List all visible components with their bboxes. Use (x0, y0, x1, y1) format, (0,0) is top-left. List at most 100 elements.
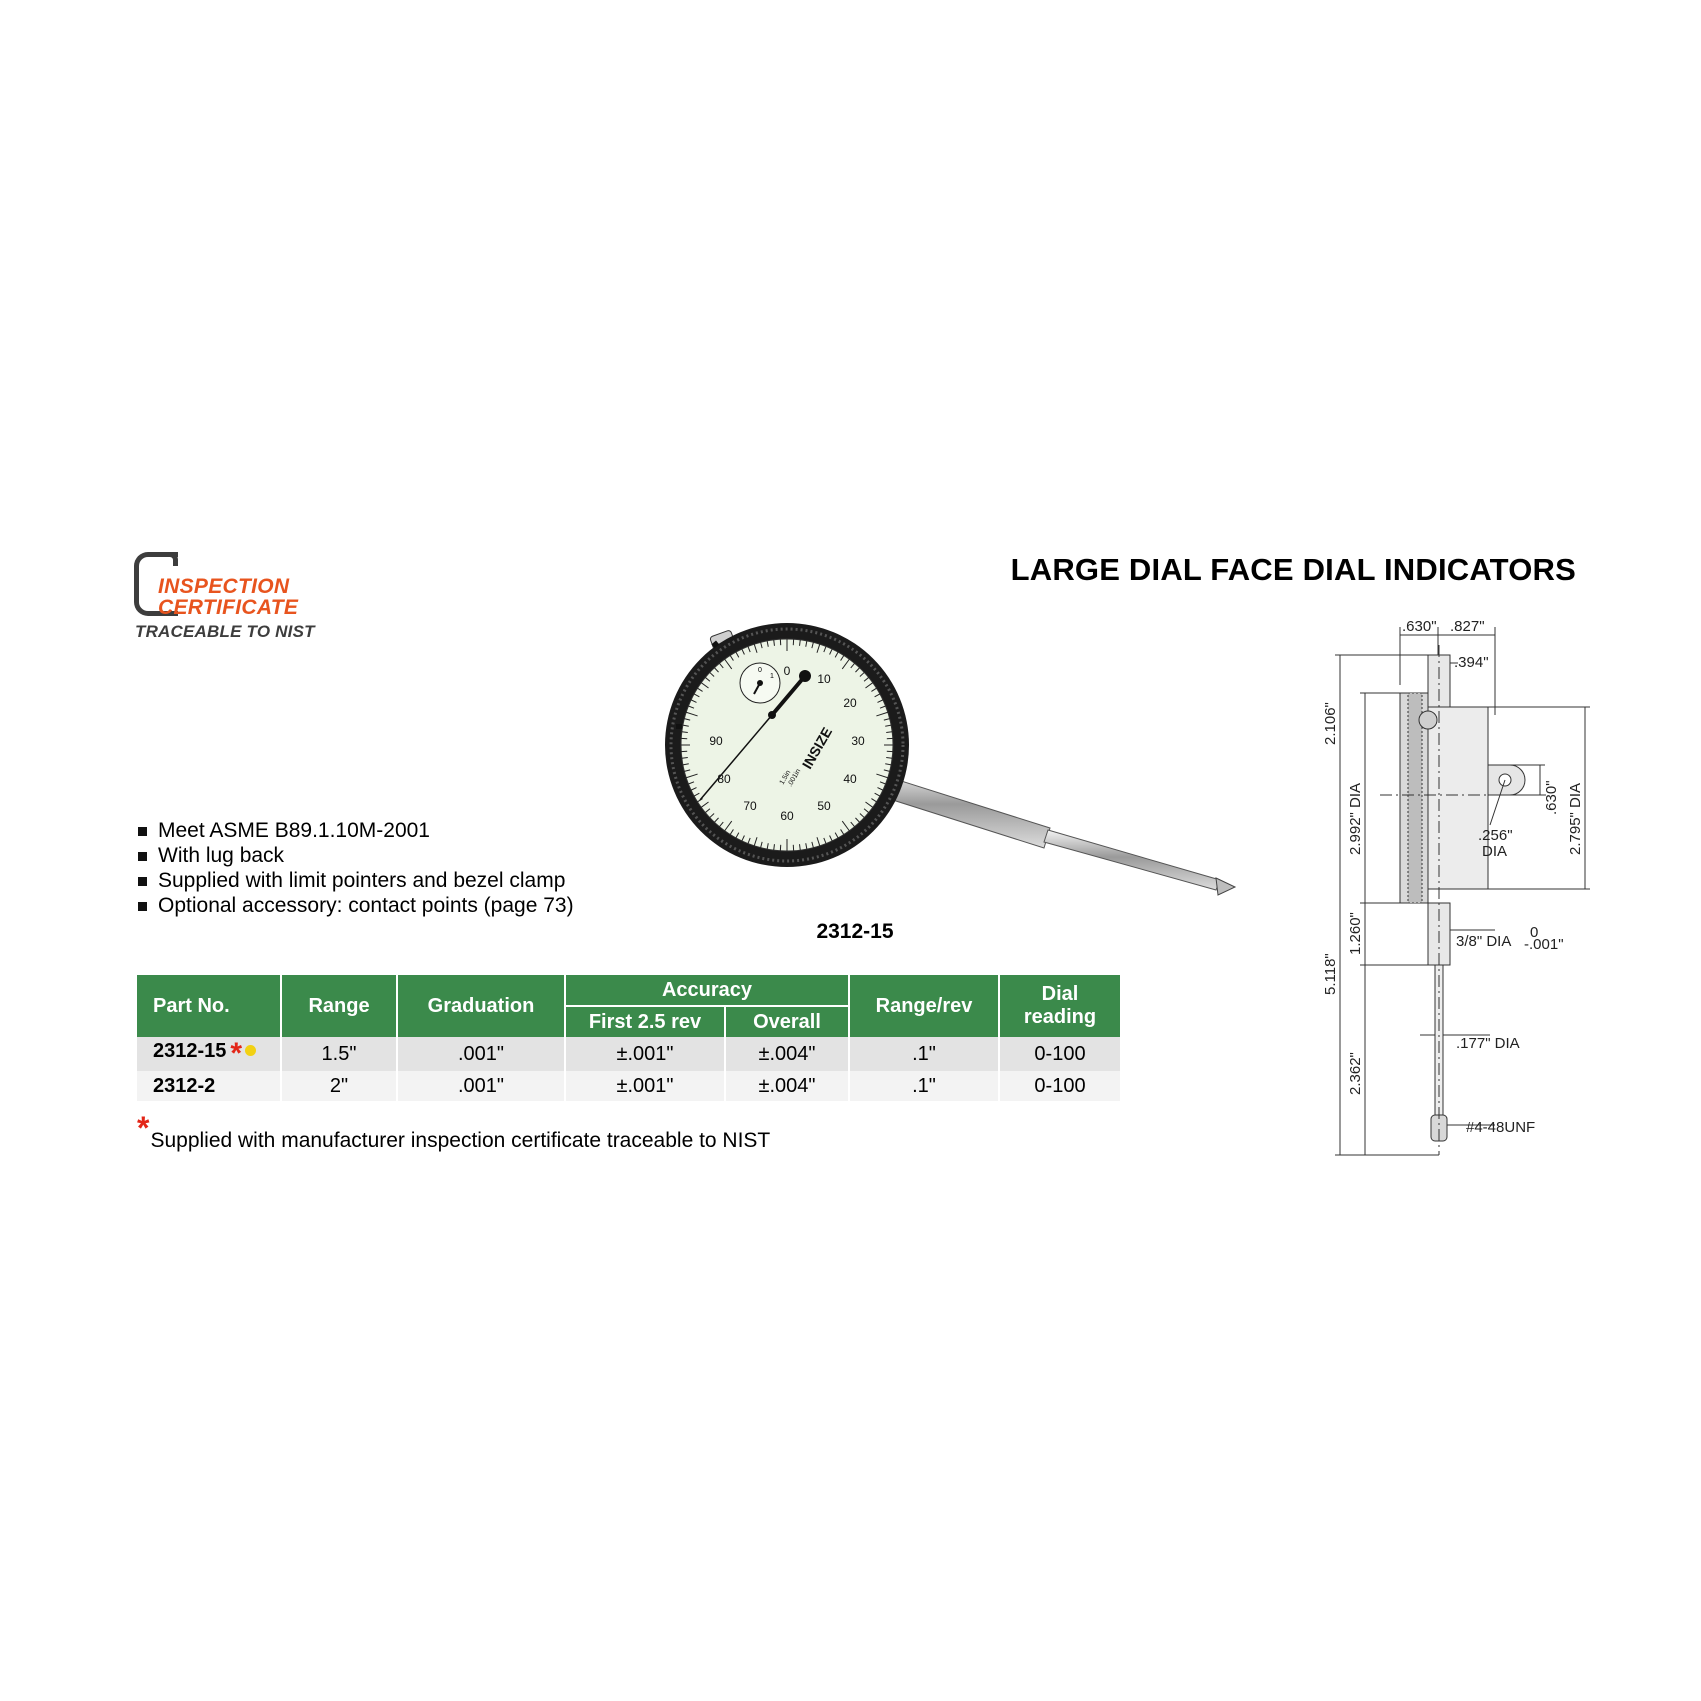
dial-tick (829, 648, 833, 655)
badge-line-1: INSPECTION (158, 575, 290, 598)
dial-tick (855, 817, 860, 823)
dial-tick (863, 677, 869, 682)
dial-indicator-image: 0 10 20 30 40 50 60 70 80 90 0 1 INSIZE … (665, 623, 1237, 896)
dial-tick (829, 835, 833, 842)
dial-tick (747, 646, 751, 653)
dial-tick (805, 640, 808, 647)
dial-tick (688, 781, 695, 785)
header-range-rev: Range/rev (848, 975, 999, 1037)
scale-label: 50 (817, 799, 831, 813)
header-part-no: Part No. (137, 975, 281, 1037)
dial-bezel (665, 623, 909, 867)
dial-tick (684, 769, 691, 772)
dim-2362: 2.362" (1347, 1052, 1364, 1095)
dial-tick (859, 672, 865, 677)
cell-range: 2" (280, 1071, 397, 1101)
bullet-icon (138, 827, 147, 836)
header-dial-line-2: reading (1023, 1006, 1097, 1028)
cell-part-no: 2312-2 (137, 1071, 281, 1101)
dial-tick (705, 808, 711, 813)
dial-tick (682, 724, 689, 727)
scale-label: 10 (817, 672, 831, 686)
feature-item: Meet ASME B89.1.10M-2001 (136, 818, 696, 843)
dial-tick (741, 835, 745, 842)
scale-label: 30 (851, 734, 865, 748)
feature-item: Supplied with limit pointers and bezel c… (136, 868, 696, 893)
dial-tick (799, 639, 801, 646)
cell-overall: ±.004" (724, 1071, 849, 1101)
dim-2795: 2.795" DIA (1567, 783, 1584, 855)
nist-star-icon: * (230, 1037, 243, 1070)
footnote-text: Supplied with manufacturer inspection ce… (150, 1129, 771, 1152)
dial-tick (729, 655, 734, 661)
dial-tick (863, 808, 869, 813)
dial-tick (724, 658, 733, 670)
table-header-row: First 2.5 rev Overall (137, 1005, 1120, 1037)
dial-tick (681, 731, 688, 733)
bullet-icon (138, 877, 147, 886)
dial-tick (693, 792, 700, 797)
dial-tick (865, 682, 874, 689)
cell-first-rev: ±.001" (564, 1037, 725, 1071)
cell-dial-reading: 0-100 (998, 1037, 1120, 1071)
badge-bracket-icon (134, 552, 178, 616)
new-product-dot-icon (245, 1045, 257, 1056)
dial-tick (700, 801, 709, 808)
dim-394: .394" (1454, 654, 1489, 671)
dim-2992: 2.992" DIA (1347, 783, 1364, 855)
dial-tick (816, 837, 821, 846)
dial-tick (697, 687, 703, 692)
dial-tick (840, 829, 845, 835)
table-row: 2312-15* 1.5" .001" ±.001" ±.004" .1" 0-… (137, 1037, 1120, 1071)
dial-tick (690, 699, 697, 703)
dial-tick (876, 773, 888, 779)
feature-item: Optional accessory: contact points (page… (136, 893, 696, 918)
dial-tick (753, 644, 758, 653)
scale-label: 90 (709, 734, 723, 748)
scale-label: 80 (717, 772, 731, 786)
dial-tick (760, 642, 763, 649)
dim-38: 3/8" DIA (1456, 933, 1511, 950)
dial-tick (871, 687, 877, 692)
dial-tick (714, 667, 719, 673)
dial-ticks (681, 639, 893, 851)
badge-bracket-top-icon (170, 552, 178, 566)
dial-tick (865, 801, 874, 808)
cell-range: 1.5" (280, 1037, 397, 1071)
dial-tick (729, 829, 734, 835)
dim-177: .177" DIA (1456, 1035, 1520, 1052)
dial-tick (805, 843, 808, 850)
dial-tick (879, 781, 886, 785)
dial-tick (760, 841, 763, 848)
footnote-star-icon: * (137, 1110, 150, 1146)
feature-text: Meet ASME B89.1.10M-2001 (158, 819, 430, 842)
scale-label: 70 (743, 799, 757, 813)
dial-tick (747, 837, 751, 844)
cell-range-rev: .1" (848, 1071, 999, 1101)
dial-tick (682, 763, 689, 766)
inspection-certificate-badge: INSPECTION CERTIFICATE TRACEABLE TO NIST (134, 552, 354, 644)
dial-tick (886, 731, 893, 733)
dial-tick (714, 817, 719, 823)
spec-table: Part No. Range Graduation Accuracy Range… (137, 975, 1120, 1101)
badge-subline: TRACEABLE TO NIST (135, 622, 315, 641)
dial-tick (773, 844, 775, 851)
dial-tick (823, 837, 827, 844)
feature-list: Meet ASME B89.1.10M-2001 With lug back S… (136, 818, 696, 918)
dial-tick (811, 642, 814, 649)
dial-tick (719, 821, 724, 827)
dial-tick (874, 693, 881, 698)
dial-tick (823, 646, 827, 653)
dimension-drawing: .630" .827" .394" 2.106" 2.992" DIA 2.79… (1322, 618, 1590, 1156)
limit-pointer (711, 640, 720, 649)
scale-label: 40 (843, 772, 857, 786)
limit-pointer (676, 724, 682, 729)
bullet-icon (138, 852, 147, 861)
table-row: 2312-2 2" .001" ±.001" ±.004" .1" 0-100 (137, 1071, 1120, 1101)
feature-text: With lug back (158, 844, 285, 867)
cell-range-rev: .1" (848, 1037, 999, 1071)
spindle (854, 767, 1237, 896)
thread-spec: #4-48UNF (1466, 1119, 1535, 1136)
footnote: *Supplied with manufacturer inspection c… (137, 1110, 771, 1155)
cell-part-no: 2312-15* (137, 1037, 281, 1071)
